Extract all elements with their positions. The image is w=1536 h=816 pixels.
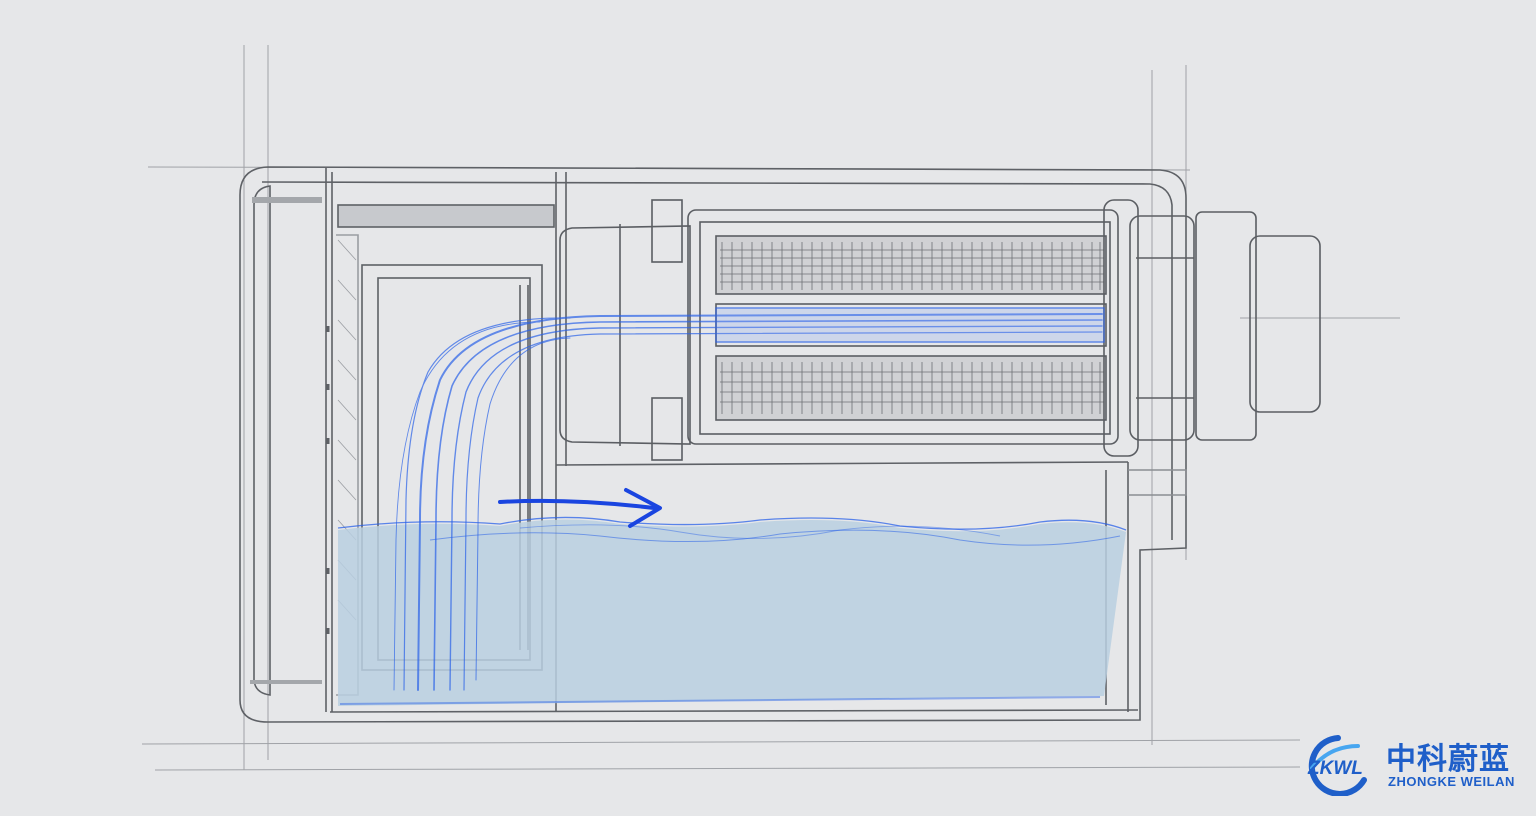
water-flow-streams [393, 307, 1105, 691]
brand-name-english: ZHONGKE WEILAN [1388, 774, 1515, 789]
brand-logo: ZKWL 中科蔚蓝 ZHONGKE WEILAN [1300, 734, 1526, 798]
filter-mesh-lower [720, 362, 1104, 414]
flow-direction-arrow-icon [498, 488, 662, 528]
brand-name-chinese: 中科蔚蓝 [1386, 742, 1510, 777]
water-reservoir [337, 516, 1127, 706]
filter-cartridge [559, 199, 1321, 461]
filter-mesh-upper [720, 242, 1104, 290]
zkwl-logo-icon: ZKWL [1307, 735, 1367, 796]
logo-badge-text: ZKWL [1307, 758, 1363, 779]
